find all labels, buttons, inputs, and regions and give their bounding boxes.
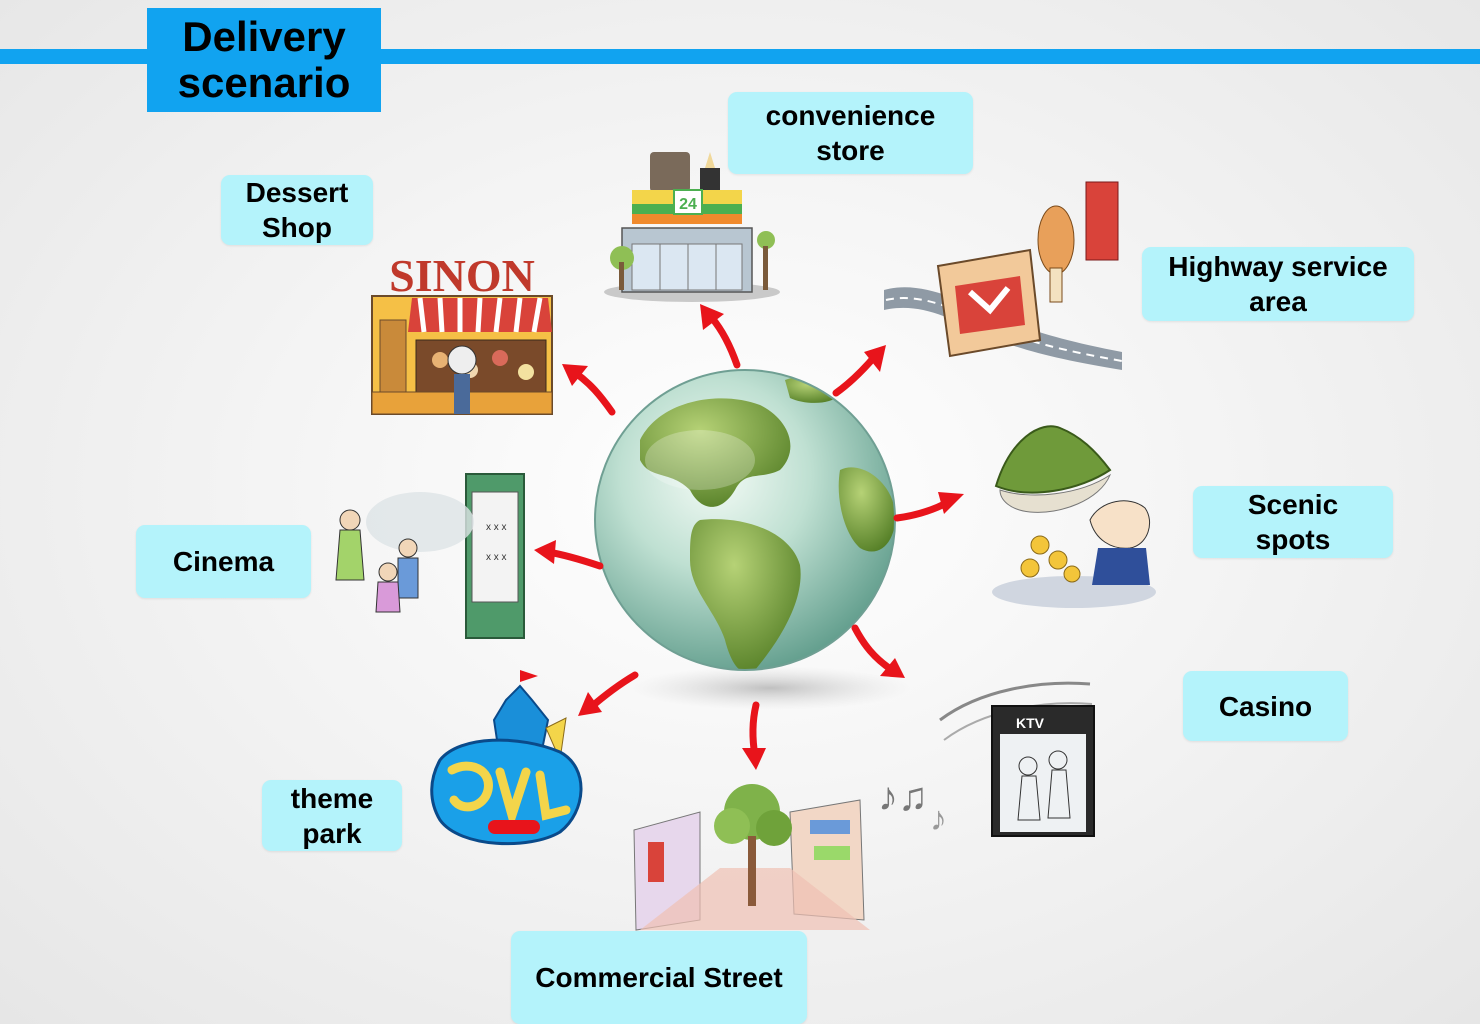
commercial-street-icon [633,784,870,931]
label-dessert-shop: Dessert Shop [221,175,373,245]
svg-text:x x x: x x x [486,522,507,533]
label-convenience-store: convenience store [728,92,973,174]
ktv-sign: KTV [1016,715,1045,731]
dessert-shop-icon: SINON [371,250,553,415]
globe-icon [594,369,910,710]
svg-text:x x x: x x x [486,552,507,563]
arrow-to-cinema [544,548,604,570]
label-highway-service-area: Highway service area [1142,247,1414,321]
ktv-casino-icon: KTV ♪♫ ♪ [878,681,1095,838]
label-theme-park: theme park [262,780,402,851]
scenic-spot-icon [992,425,1156,608]
svg-text:♪♫: ♪♫ [878,775,928,819]
arrow-heads [534,304,964,770]
highway-service-area-icon [884,181,1123,370]
theme-park-icon [430,670,583,846]
label-casino: Casino [1183,671,1348,741]
arrow-to-casino [851,624,896,674]
label-cinema: Cinema [136,525,311,598]
arrow-to-theme-park [586,671,639,712]
arrow-to-highway-service-area [832,351,880,397]
svg-text:♪: ♪ [930,800,947,838]
arrow-to-dessert-shop [570,368,616,416]
cinema-icon: x x x x x x [335,473,525,639]
store-number: 24 [679,196,697,213]
dessert-shop-sign: SINON [389,250,535,301]
page-title: Delivery scenario [147,8,381,112]
label-commercial-street: Commercial Street [511,931,807,1024]
label-scenic-spots: Scenic spots [1193,486,1393,558]
convenience-store-icon: 24 [604,152,780,302]
arrow-to-convenience-store [708,314,741,369]
